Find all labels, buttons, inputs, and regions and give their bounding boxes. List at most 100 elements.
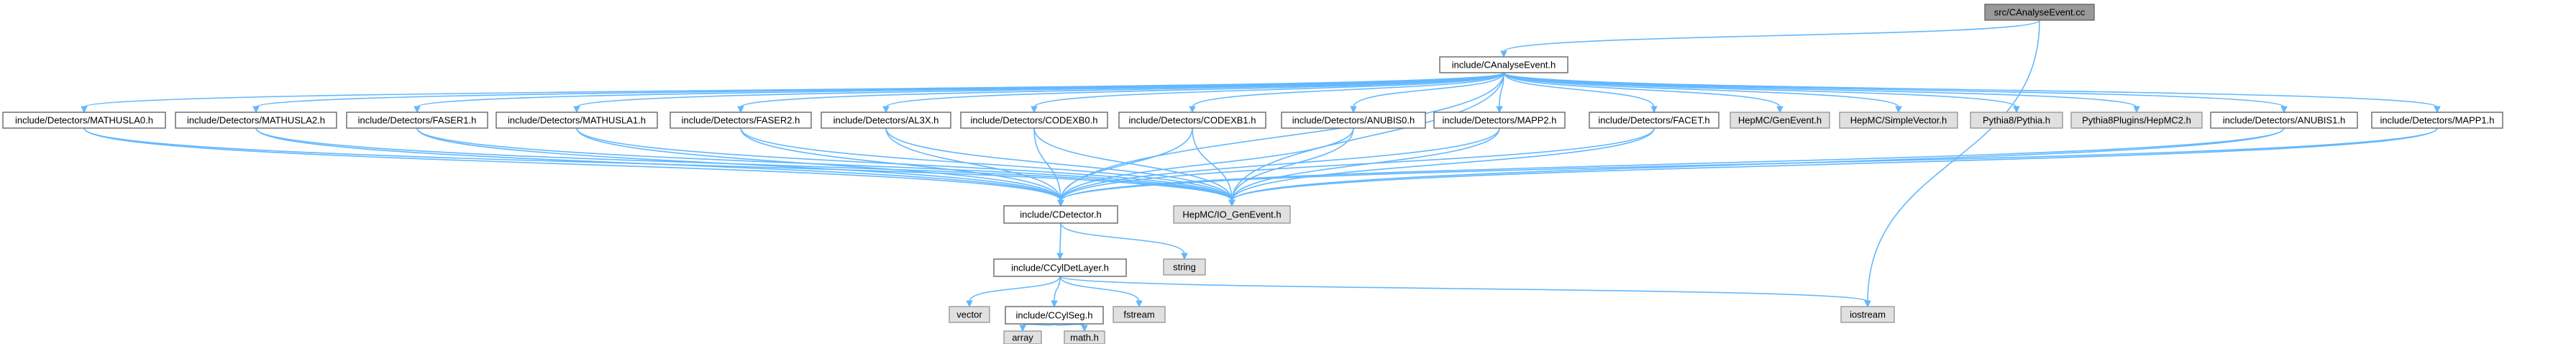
node-mathusla2[interactable]: include/Detectors/MATHUSLA2.h (175, 112, 337, 129)
edge-line (1033, 127, 1061, 202)
node-box (1173, 205, 1291, 224)
node-pythia: Pythia8/Pythia.h (1970, 112, 2063, 129)
edge-line (416, 127, 1061, 202)
edge-line (1231, 72, 1504, 202)
node-box (1840, 306, 1895, 323)
node-box (1970, 112, 2063, 129)
edge-arrowhead (882, 106, 890, 114)
edge-line (1060, 127, 1500, 202)
node-mapp1[interactable]: include/Detectors/MAPP1.h (2371, 112, 2503, 129)
edge-canalyse-to-al3x (882, 72, 1504, 114)
node-box (1281, 112, 1426, 129)
edge-line (1033, 127, 1233, 202)
node-box (1839, 112, 1958, 129)
edge-line (1231, 127, 2438, 202)
node-box (1118, 112, 1266, 129)
node-codexb1[interactable]: include/Detectors/CODEXB1.h (1118, 112, 1266, 129)
edge-ccylseg-to-array (1019, 323, 1055, 332)
node-ccyldet[interactable]: include/CCylDetLayer.h (993, 258, 1127, 277)
node-label: math.h (1070, 332, 1099, 343)
node-array: array (1003, 330, 1042, 344)
node-label: HepMC/IO_GenEvent.h (1182, 209, 1281, 220)
node-box (821, 112, 951, 129)
edge-arrowhead (1500, 50, 1507, 58)
edge-ccyldet-to-ccylseg (1051, 276, 1061, 308)
node-canalyse[interactable]: include/CAnalyseEvent.h (1439, 56, 1568, 73)
node-anubis1[interactable]: include/Detectors/ANUBIS1.h (2210, 112, 2358, 129)
edge-arrowhead (2280, 106, 2288, 114)
node-iogenevent: HepMC/IO_GenEvent.h (1173, 205, 1291, 224)
node-label: include/Detectors/FACET.h (1598, 115, 1709, 126)
edge-al3x-to-cdetector (885, 127, 1064, 207)
edge-line (885, 127, 1233, 202)
node-label: include/Detectors/MAPP1.h (2380, 115, 2495, 126)
edge-canalyse-to-simplevector (1503, 72, 1902, 114)
node-codexb0[interactable]: include/Detectors/CODEXB0.h (960, 112, 1108, 129)
node-box (670, 112, 812, 129)
node-faser2[interactable]: include/Detectors/FASER2.h (670, 112, 812, 129)
edge-line (1503, 72, 2438, 108)
node-label: include/Detectors/MAPP2.h (1443, 115, 1557, 126)
node-label: include/Detectors/MATHUSLA1.h (508, 115, 646, 126)
node-box (495, 112, 658, 129)
edge-arrowhead (1895, 106, 1902, 114)
edge-line (1192, 72, 1504, 108)
node-box (960, 112, 1108, 129)
node-root[interactable]: src/CAnalyseEvent.cc (1984, 4, 2095, 21)
node-cdetector[interactable]: include/CDetector.h (1003, 205, 1118, 224)
edge-line (1503, 72, 1781, 108)
edge-arrowhead (1228, 199, 1236, 207)
node-box (1439, 56, 1568, 73)
edge-line (576, 127, 1061, 202)
node-label: HepMC/GenEvent.h (1738, 115, 1822, 126)
edge-canalyse-to-codexb0 (1031, 72, 1504, 114)
edge-line (1060, 127, 1655, 202)
edge-codexb1-to-cdetector (1057, 127, 1193, 207)
node-al3x[interactable]: include/Detectors/AL3X.h (821, 112, 951, 129)
node-label: vector (956, 309, 982, 320)
node-fstream: fstream (1113, 306, 1166, 323)
edge-line (1060, 127, 1354, 202)
edge-arrowhead (1057, 199, 1064, 207)
node-box (2070, 112, 2203, 129)
node-hepmc2: Pythia8Plugins/HepMC2.h (2070, 112, 2203, 129)
edge-line (1503, 72, 1899, 108)
edge-arrowhead (252, 106, 260, 114)
edge-line (1503, 72, 1655, 108)
node-mathusla0[interactable]: include/Detectors/MATHUSLA0.h (2, 112, 166, 129)
edge-line (1231, 127, 1655, 202)
node-vector: vector (949, 306, 990, 323)
edge-canalyse-to-iogenevent (1228, 72, 1504, 207)
edge-canalyse-to-pythia (1503, 72, 2020, 114)
node-box (1433, 112, 1566, 129)
node-label: include/Detectors/FASER2.h (682, 115, 800, 126)
node-ccylseg[interactable]: include/CCylSeg.h (1005, 306, 1104, 325)
node-box (346, 112, 488, 129)
node-box (1064, 330, 1105, 344)
edge-line (1503, 19, 2040, 53)
edge-line (1059, 222, 1061, 255)
node-box (1005, 306, 1104, 325)
node-faser1[interactable]: include/Detectors/FASER1.h (346, 112, 488, 129)
edge-canalyse-to-genevent (1503, 72, 1783, 114)
node-facet[interactable]: include/Detectors/FACET.h (1589, 112, 1719, 129)
edge-line (740, 72, 1504, 108)
node-mapp2[interactable]: include/Detectors/MAPP2.h (1433, 112, 1566, 129)
node-anubis0[interactable]: include/Detectors/ANUBIS0.h (1281, 112, 1426, 129)
node-label: include/CCylDetLayer.h (1011, 263, 1109, 273)
node-label: fstream (1123, 309, 1154, 320)
edge-arrowhead (1019, 325, 1026, 332)
edge-arrowhead (1776, 106, 1783, 114)
node-string: string (1163, 258, 1206, 276)
edge-line (885, 72, 1504, 108)
edge-line (1231, 127, 1354, 202)
edge-ccyldet-to-vector (966, 276, 1061, 308)
node-label: iostream (1850, 309, 1886, 320)
edge-line (740, 127, 1061, 202)
edge-line (1033, 72, 1504, 108)
edge-canalyse-to-hepmc2 (1503, 72, 2140, 114)
edge-line (1503, 72, 2285, 108)
node-mathusla1[interactable]: include/Detectors/MATHUSLA1.h (495, 112, 658, 129)
edge-arrowhead (1650, 106, 1658, 114)
node-box (1589, 112, 1719, 129)
